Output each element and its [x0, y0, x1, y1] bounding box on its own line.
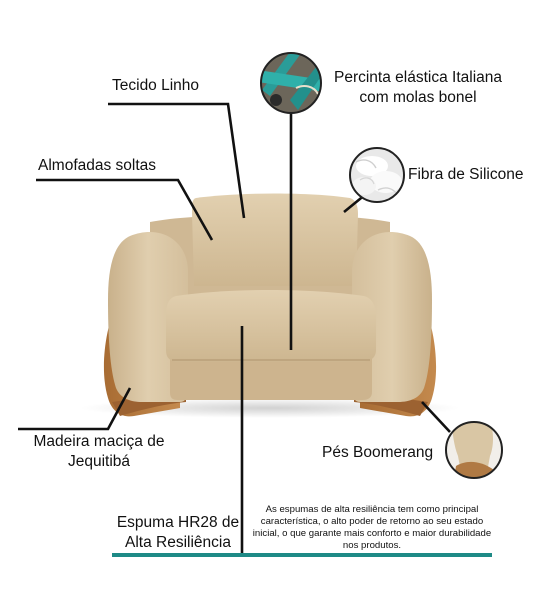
- label-espuma-line1: Espuma HR28 de: [116, 514, 240, 531]
- label-espuma: Espuma HR28 de Alta Resiliência: [110, 513, 246, 553]
- foam-description-note: As espumas de alta resiliência tem como …: [252, 504, 492, 551]
- silicone-fiber-icon: [349, 147, 405, 203]
- line-tecido: [108, 102, 246, 219]
- elastic-webbing-icon: [260, 52, 322, 114]
- label-percinta: Percinta elástica Italiana com molas bon…: [318, 68, 518, 108]
- label-almofadas: Almofadas soltas: [38, 157, 157, 174]
- seat-cushion: [166, 290, 376, 362]
- line-madeira: [18, 387, 132, 431]
- line-pes: [421, 401, 451, 433]
- label-madeira-line1: Madeira maciça de: [33, 433, 165, 450]
- label-espuma-line2: Alta Resiliência: [125, 534, 231, 551]
- accent-bar: [112, 553, 492, 557]
- label-fibra: Fibra de Silicone: [408, 166, 524, 183]
- arm-left: [108, 232, 188, 402]
- label-tecido-linho: Tecido Linho: [112, 77, 200, 94]
- label-madeira: Madeira maciça de Jequitibá: [14, 432, 184, 472]
- label-percinta-line2: com molas bonel: [359, 89, 477, 106]
- line-almofadas: [36, 178, 214, 241]
- label-percinta-line1: Percinta elástica Italiana: [333, 69, 502, 86]
- label-madeira-line2: Jequitibá: [67, 453, 131, 470]
- back-cushion: [192, 193, 358, 286]
- label-pes: Pés Boomerang: [322, 444, 434, 461]
- boomerang-foot-icon: [445, 421, 503, 479]
